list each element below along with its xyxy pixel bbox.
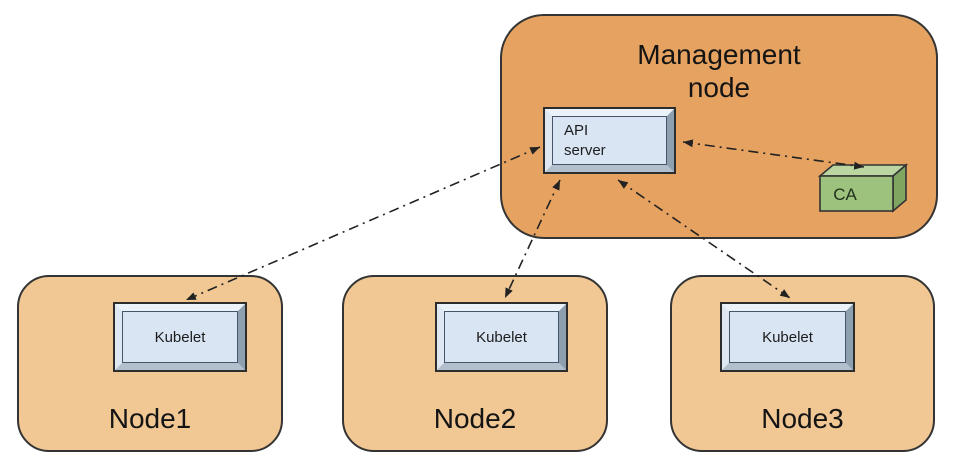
node-3-label: Node3 <box>761 403 844 434</box>
kubelet-bevel <box>722 304 853 370</box>
kubelet-box-node3: Kubelet <box>720 302 855 372</box>
kubelet-bevel <box>115 304 245 370</box>
node-2-label: Node2 <box>433 403 517 434</box>
ca-label: CA <box>833 185 857 204</box>
kubelet-label-node3: Kubelet <box>729 311 846 363</box>
api-server-label: API server <box>552 116 667 165</box>
node-1: Kubelet Node1 <box>17 275 283 452</box>
management-node-title: Management node <box>637 39 801 103</box>
ca-box: CA <box>817 163 909 213</box>
node-3: Kubelet Node3 <box>670 275 935 452</box>
kubelet-label-node2: Kubelet <box>444 311 559 363</box>
kubelet-label-node1: Kubelet <box>122 311 238 363</box>
node-1-label: Node1 <box>108 403 192 434</box>
node-2: Kubelet Node2 <box>342 275 608 452</box>
kubelet-box-node1: Kubelet <box>113 302 247 372</box>
ca-front-face <box>819 175 894 212</box>
kubelet-bevel <box>437 304 566 370</box>
ca-top-face <box>817 164 909 177</box>
api-server-box: API server <box>543 107 676 174</box>
api-server-bevel <box>545 109 674 172</box>
kubelet-box-node2: Kubelet <box>435 302 568 372</box>
